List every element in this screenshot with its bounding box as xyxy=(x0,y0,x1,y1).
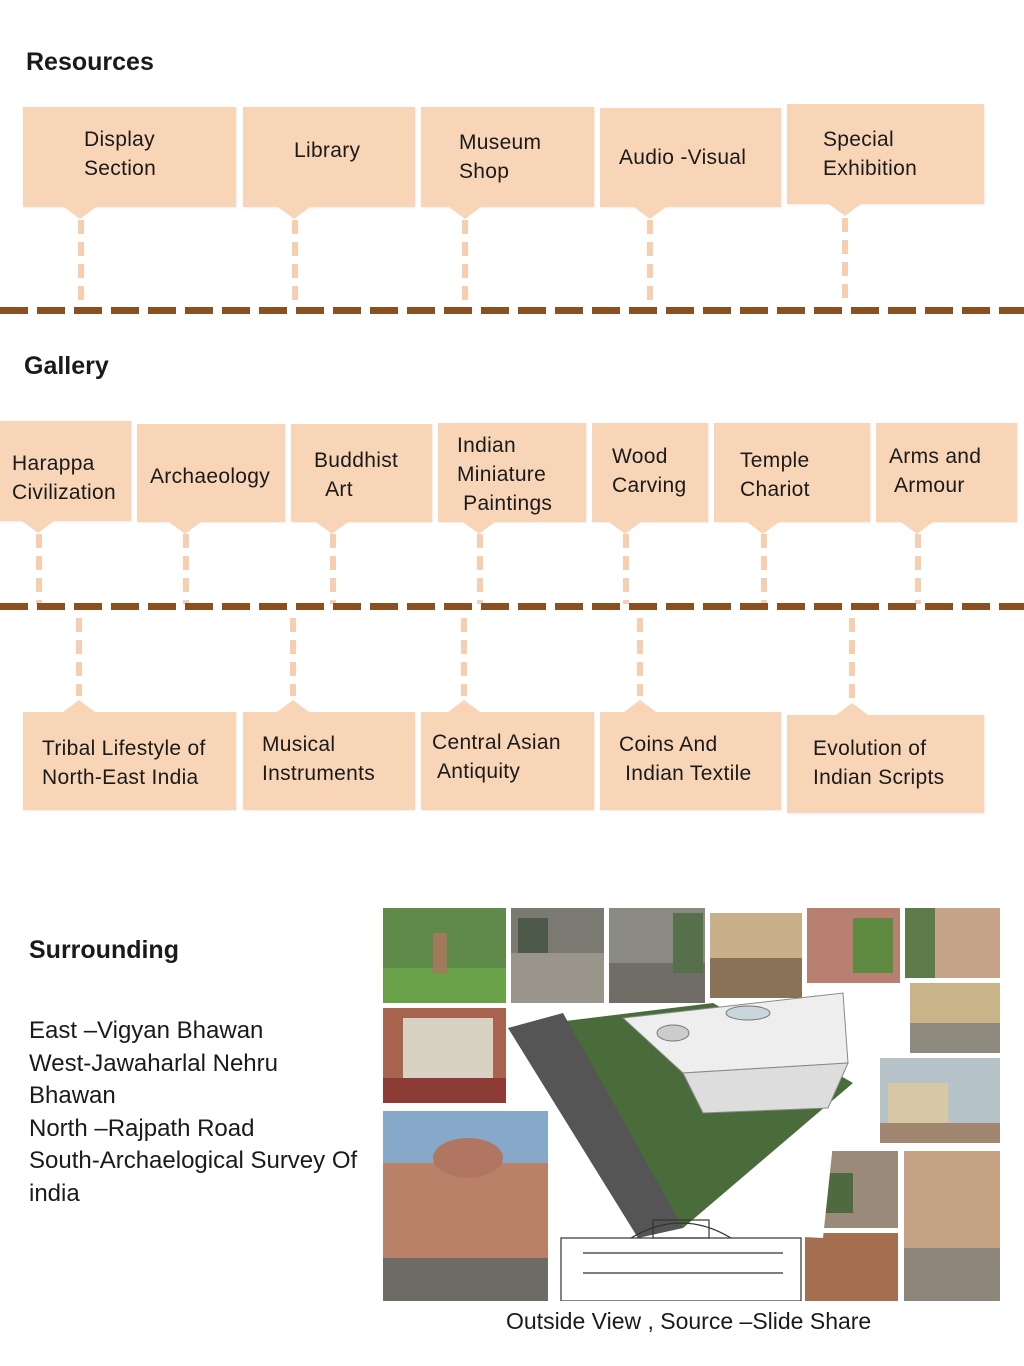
gallery-box-musical-instruments: Musical Instruments xyxy=(243,712,415,810)
box-pointer xyxy=(316,522,348,534)
thumbnail-photo xyxy=(905,908,1000,978)
box-pointer xyxy=(747,522,779,534)
gallery-box-evolution-of-indian-scripts: Evolution of Indian Scripts xyxy=(787,715,984,813)
resource-box-display-section: Display Section xyxy=(23,107,236,207)
section-divider xyxy=(0,603,1024,610)
resource-box-library: Library xyxy=(243,107,415,207)
gallery-label: Coins And Indian Textile xyxy=(619,733,752,785)
surrounding-north: North –Rajpath Road xyxy=(29,1114,255,1142)
resource-connector xyxy=(842,218,848,302)
gallery-heading: Gallery xyxy=(24,352,109,380)
gallery-label: Tribal Lifestyle of North-East India xyxy=(42,737,206,789)
gallery-connector xyxy=(76,618,82,696)
gallery-connector xyxy=(761,534,767,604)
thumbnail-photo xyxy=(910,983,1000,1053)
box-pointer xyxy=(64,207,96,219)
box-pointer xyxy=(609,522,641,534)
gallery-label: Central Asian Antiquity xyxy=(432,731,561,783)
gallery-connector xyxy=(477,534,483,604)
photo-caption: Outside View , Source –Slide Share xyxy=(506,1308,872,1334)
gallery-box-central-asian-antiquity: Central Asian Antiquity xyxy=(421,712,594,810)
gallery-label: Evolution of Indian Scripts xyxy=(813,737,945,789)
resource-connector xyxy=(292,220,298,302)
gallery-box-indian-miniature-paintings: Indian Miniature Paintings xyxy=(438,423,586,522)
gallery-connector xyxy=(461,618,467,696)
resource-box-museum-shop: Museum Shop xyxy=(421,107,594,207)
box-pointer xyxy=(448,700,480,712)
thumbnail-photo xyxy=(710,913,802,998)
gallery-label: Indian Miniature Paintings xyxy=(457,434,553,515)
gallery-box-arms-and-armour: Arms and Armour xyxy=(876,423,1017,522)
box-pointer xyxy=(624,700,656,712)
resource-connector xyxy=(647,220,653,302)
site-model-illustration xyxy=(508,992,853,1238)
gallery-label: Arms and Armour xyxy=(889,445,982,497)
thumbnail-photo xyxy=(880,1058,1000,1143)
thumbnail-photo xyxy=(805,1233,898,1301)
resource-label: Audio -Visual xyxy=(619,146,747,169)
thumbnail-photo xyxy=(807,908,900,983)
thumbnail-photo xyxy=(383,1008,506,1103)
gallery-label: Wood Carving xyxy=(612,445,687,497)
gallery-connector xyxy=(637,618,643,696)
gallery-connector xyxy=(849,618,855,700)
resource-connector xyxy=(78,220,84,302)
gallery-connector xyxy=(290,618,296,696)
resource-label: Display Section xyxy=(84,128,157,180)
gallery-label: Temple Chariot xyxy=(740,449,810,501)
surrounding-south: South-Archaelogical Survey Of xyxy=(29,1147,358,1174)
surrounding-list: East –Vigyan Bhawan West-Jawaharlal Nehr… xyxy=(29,1015,379,1210)
gallery-box-archaeology: Archaeology xyxy=(137,424,285,522)
thumbnail-photo xyxy=(383,908,506,1003)
surrounding-heading: Surrounding xyxy=(29,936,179,964)
surrounding-west-cont: Bhawan xyxy=(29,1082,116,1109)
section-divider xyxy=(0,307,1024,314)
outside-view-photo-collage xyxy=(383,908,1000,1301)
box-pointer xyxy=(463,522,495,534)
gallery-label: Musical Instruments xyxy=(262,733,376,785)
resource-label: Library xyxy=(294,139,361,162)
gallery-connector xyxy=(915,534,921,604)
box-pointer xyxy=(278,207,310,219)
resource-label: Special Exhibition xyxy=(823,128,918,180)
gallery-connector xyxy=(623,534,629,604)
gallery-connector xyxy=(36,534,42,604)
box-pointer xyxy=(836,703,868,715)
box-pointer xyxy=(277,700,309,712)
thumbnail-photo xyxy=(904,1151,1000,1301)
gallery-connector xyxy=(183,534,189,604)
box-pointer xyxy=(634,207,666,219)
gallery-label: Archaeology xyxy=(150,465,271,488)
box-pointer xyxy=(829,204,861,216)
gallery-box-wood-carving: Wood Carving xyxy=(592,423,708,522)
gallery-box-tribal-lifestyle: Tribal Lifestyle of North-East India xyxy=(23,712,236,810)
gallery-connector xyxy=(330,534,336,604)
gallery-label: Buddhist Art xyxy=(314,449,399,501)
box-pointer xyxy=(901,522,933,534)
resource-box-audio-visual: Audio -Visual xyxy=(600,108,781,207)
resources-heading: Resources xyxy=(26,48,154,76)
gallery-box-coins-and-indian-textile: Coins And Indian Textile xyxy=(600,712,781,810)
surrounding-east: East –Vigyan Bhawan xyxy=(29,1017,264,1044)
thumbnail-photo xyxy=(511,908,604,1003)
box-pointer xyxy=(63,700,95,712)
gallery-box-buddhist-art: Buddhist Art xyxy=(291,424,432,522)
box-pointer xyxy=(449,207,481,219)
resource-label: Museum Shop xyxy=(459,131,542,183)
surrounding-west: West-Jawaharlal Nehru xyxy=(29,1049,278,1077)
box-pointer xyxy=(169,522,201,534)
resource-box-special-exhibition: Special Exhibition xyxy=(787,104,984,204)
thumbnail-photo xyxy=(383,1111,548,1301)
resource-connector xyxy=(462,220,468,302)
elevation-line-drawing xyxy=(560,1219,802,1301)
thumbnail-photo xyxy=(609,908,705,1003)
gallery-box-harappa-civilization: Harappa Civilization xyxy=(0,421,131,521)
box-pointer xyxy=(22,521,54,533)
surrounding-south-cont: india xyxy=(29,1179,80,1207)
gallery-label: Harappa Civilization xyxy=(12,452,116,504)
gallery-box-temple-chariot: Temple Chariot xyxy=(714,423,870,522)
